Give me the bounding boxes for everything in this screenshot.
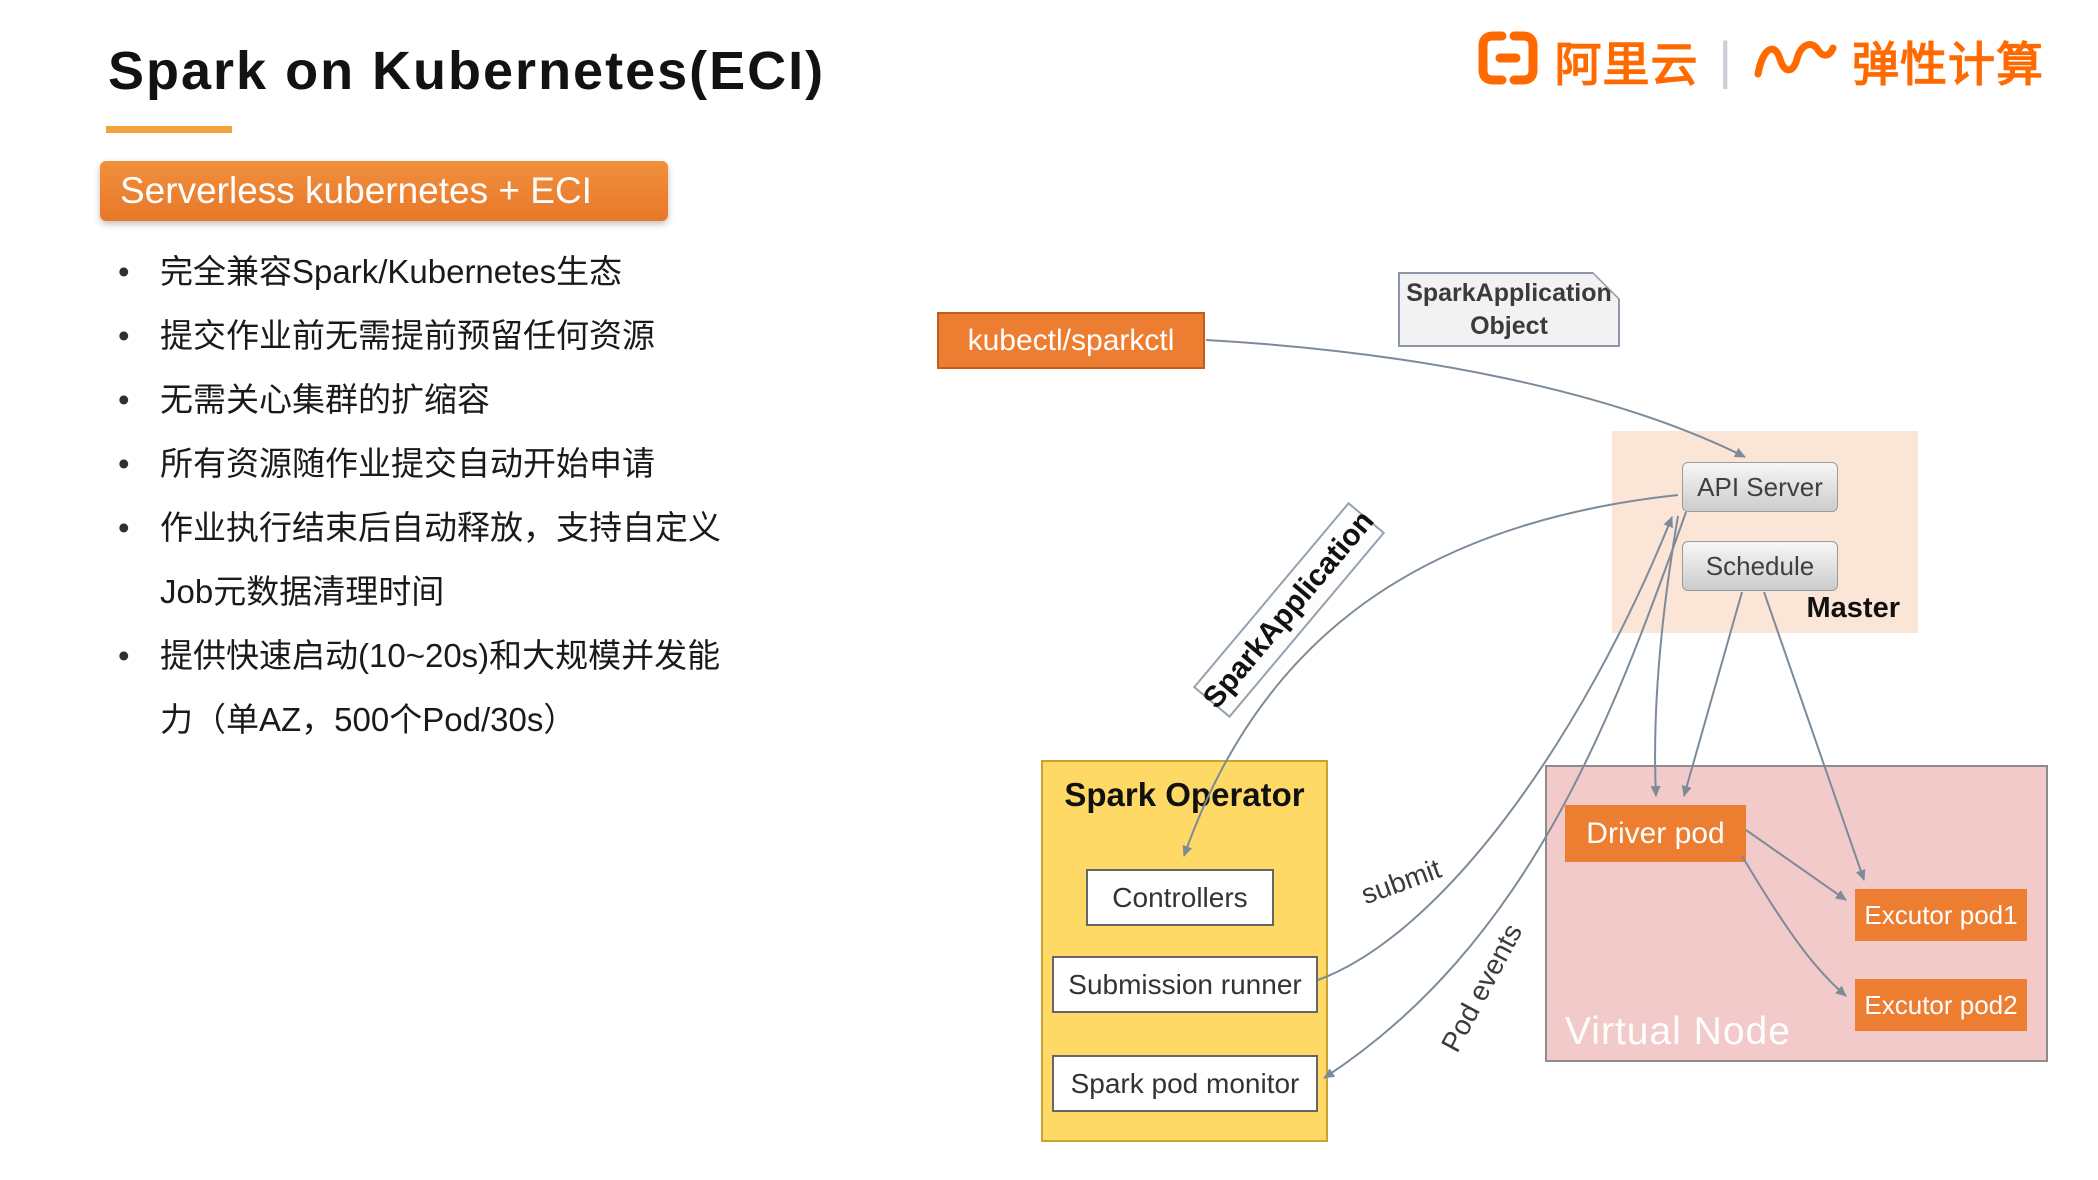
- bullet-item: 作业执行结束后自动释放，支持自定义 Job元数据清理时间: [108, 496, 848, 624]
- brand-text: 阿里云: [1554, 38, 1699, 91]
- master-box: API Server Schedule Master: [1612, 431, 1918, 633]
- schedule-box: Schedule: [1682, 541, 1838, 591]
- logo-divider: |: [1718, 31, 1732, 90]
- bullet-line: 作业执行结束后自动释放，支持自定义: [160, 509, 721, 546]
- bullet-line: 无需关心集群的扩缩容: [160, 381, 490, 418]
- spark-pod-monitor-box: Spark pod monitor: [1052, 1055, 1318, 1112]
- title-underline: [106, 126, 232, 133]
- plaque-line2: Object: [1470, 311, 1548, 340]
- product-text: 弹性计算: [1852, 38, 2044, 91]
- driver-pod-box: Driver pod: [1565, 805, 1746, 862]
- alibaba-cloud-logo: 阿里云 | 弹性计算: [1476, 26, 2044, 95]
- virtual-node-box: Driver pod Excutor pod1 Excutor pod2 Vir…: [1545, 765, 2048, 1062]
- plaque-line1: SparkApplication: [1406, 279, 1612, 307]
- bullet-item: 完全兼容Spark/Kubernetes生态: [108, 240, 848, 304]
- plaque-body: SparkApplication Object: [1400, 274, 1618, 345]
- wave-icon: [1752, 29, 1838, 92]
- alibaba-cloud-bracket-icon: [1476, 29, 1540, 92]
- bullet-item: 提交作业前无需提前预留任何资源: [108, 304, 848, 368]
- controllers-box: Controllers: [1086, 869, 1274, 926]
- master-label: Master: [1806, 592, 1901, 624]
- excutor-pod1-box: Excutor pod1: [1855, 889, 2027, 941]
- submission-runner-box: Submission runner: [1052, 956, 1318, 1013]
- serverless-banner: Serverless kubernetes + ECI: [100, 161, 668, 221]
- bullet-line: Job元数据清理时间: [160, 573, 445, 610]
- page-title: Spark on Kubernetes(ECI): [108, 41, 826, 101]
- virtual-node-label: Virtual Node: [1565, 1010, 1791, 1053]
- spark-application-edge-label: SparkApplication: [1192, 501, 1386, 719]
- kubectl-sparkctl-box: kubectl/sparkctl: [937, 312, 1205, 369]
- bullet-item: 所有资源随作业提交自动开始申请: [108, 432, 848, 496]
- bullet-line: 完全兼容Spark/Kubernetes生态: [160, 253, 623, 290]
- submit-edge-label: submit: [1357, 852, 1446, 911]
- spark-operator-title: Spark Operator: [1064, 776, 1305, 813]
- api-server-box: API Server: [1682, 462, 1838, 512]
- bullet-line: 所有资源随作业提交自动开始申请: [160, 445, 655, 482]
- spark-application-object-plaque: SparkApplication Object: [1398, 272, 1620, 347]
- bullet-line: 提交作业前无需提前预留任何资源: [160, 317, 655, 354]
- bullet-line: 提供快速启动(10~20s)和大规模并发能: [160, 637, 721, 674]
- bullet-list: 完全兼容Spark/Kubernetes生态 提交作业前无需提前预留任何资源 无…: [108, 240, 848, 752]
- excutor-pod2-box: Excutor pod2: [1855, 979, 2027, 1031]
- bullet-item: 无需关心集群的扩缩容: [108, 368, 848, 432]
- pod-events-edge-label: Pod events: [1435, 918, 1529, 1057]
- spark-operator-box: Spark Operator Controllers Submission ru…: [1041, 760, 1328, 1142]
- bullet-line: 力（单AZ，500个Pod/30s）: [160, 701, 577, 738]
